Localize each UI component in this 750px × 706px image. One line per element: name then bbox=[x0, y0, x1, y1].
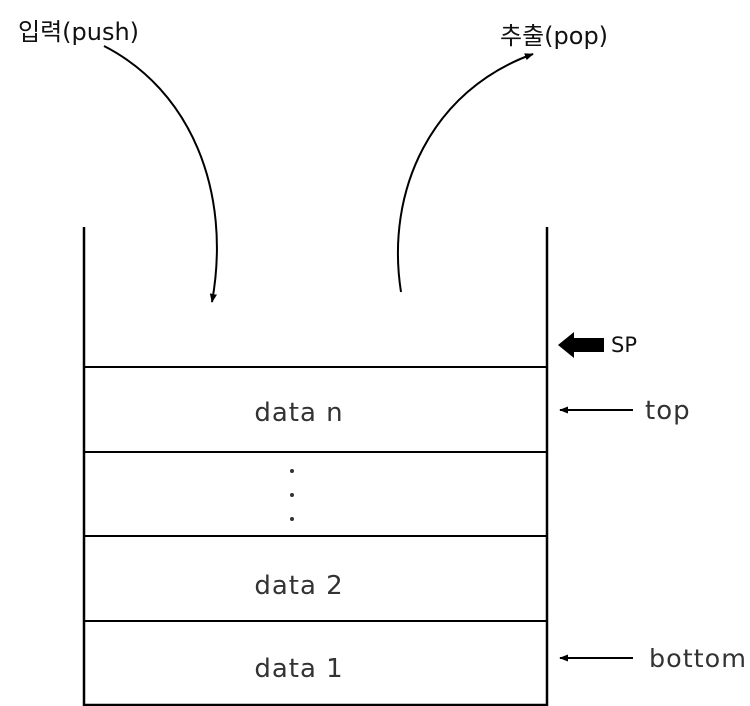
cell-label-data-n: data n bbox=[254, 398, 343, 428]
cell-label-data-1: data 1 bbox=[254, 654, 343, 684]
stack-container bbox=[82, 227, 549, 706]
sp-label: SP bbox=[611, 333, 637, 357]
cell-label-data-2: data 2 bbox=[254, 571, 343, 601]
push-arrow bbox=[103, 45, 218, 303]
push-label: 입력(push) bbox=[18, 18, 139, 46]
top-label: top bbox=[645, 396, 691, 426]
pop-label: 추출(pop) bbox=[500, 22, 608, 50]
bottom-label: bottom bbox=[649, 644, 747, 673]
ellipsis-dots bbox=[290, 469, 294, 521]
pop-arrow bbox=[396, 53, 534, 293]
sp-arrow-icon bbox=[558, 332, 604, 358]
